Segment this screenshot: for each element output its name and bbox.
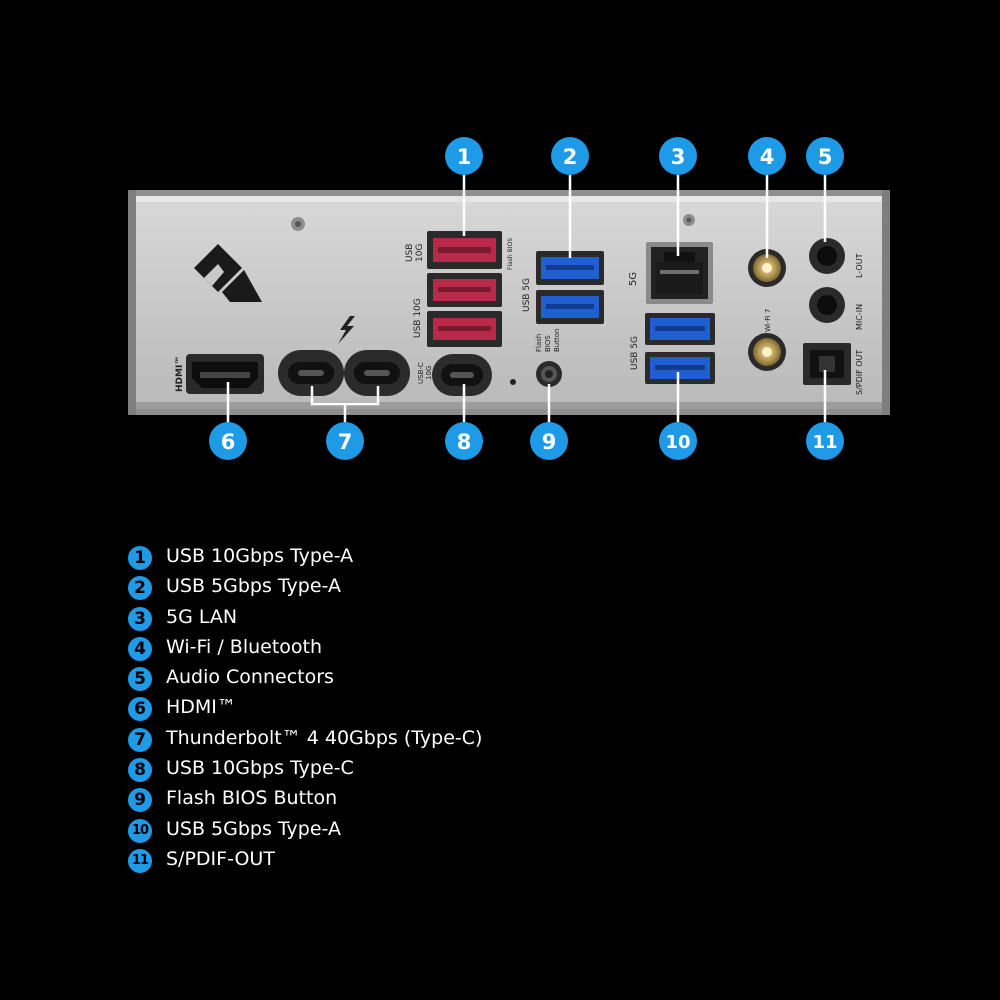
svg-text:5: 5: [818, 145, 833, 169]
legend-label: Flash BIOS Button: [166, 787, 338, 810]
flash-bios-button: [536, 361, 562, 387]
legend-item: 1 USB 10Gbps Type-A: [128, 543, 728, 573]
callout-badge-3: 3: [659, 137, 697, 175]
legend-list: 1 USB 10Gbps Type-A 2 USB 5Gbps Type-A 3…: [128, 543, 728, 876]
flash-btn-label-2: BIOS: [544, 335, 552, 352]
usb-10g-port-3: [427, 311, 502, 347]
thunderbolt-icon: [338, 316, 355, 344]
flash-btn-label-1: Flash: [535, 334, 543, 352]
legend-number-badge: 1: [128, 546, 152, 570]
spdif-port: [803, 343, 851, 385]
leader-lines: [226, 175, 827, 423]
legend-item: 5 Audio Connectors: [128, 664, 728, 694]
callout-badge-1: 1: [445, 137, 483, 175]
screw-icon: [683, 214, 695, 226]
svg-text:1: 1: [457, 145, 472, 169]
audio-out-label: L-OUT: [855, 253, 864, 278]
legend-number-badge: 7: [128, 727, 152, 752]
legend-item: 3 5G LAN: [128, 604, 728, 634]
brand-logo-icon: [194, 244, 262, 302]
led-indicator: [510, 379, 516, 385]
audio-line-out-jack: [809, 238, 845, 274]
wifi-label: Wi-Fi 7: [764, 309, 772, 332]
legend-label: S/PDIF-OUT: [166, 847, 275, 870]
svg-text:3: 3: [671, 145, 686, 169]
usb10g-top-label: USB: [405, 244, 415, 262]
usbc-10g-label: USB-C: [417, 362, 425, 384]
io-panel-diagram: HDMI™ USB-C 10G USB 10G Flash BIOS USB 1…: [128, 137, 890, 460]
svg-text:2: 2: [563, 145, 578, 169]
legend-item: 4 Wi-Fi / Bluetooth: [128, 634, 728, 664]
thunderbolt-port-1: [278, 350, 344, 396]
legend-label: Thunderbolt™ 4 40Gbps (Type-C): [166, 726, 483, 749]
usb-5g-port-3: [645, 313, 715, 345]
svg-text:7: 7: [338, 430, 353, 454]
usb-5g-port-1: [536, 251, 604, 285]
legend-number-badge: 6: [128, 697, 152, 722]
usb-5g-port-2: [536, 290, 604, 324]
callout-badge-8: 8: [445, 422, 483, 460]
thunderbolt-port-2: [344, 350, 410, 396]
usb5g-bot-label: USB 5G: [630, 336, 640, 370]
svg-text:8: 8: [457, 430, 472, 454]
lan-port: [646, 242, 713, 304]
legend-number-badge: 9: [128, 788, 152, 813]
legend-item: 9 Flash BIOS Button: [128, 785, 728, 815]
screw-icon: [291, 217, 305, 231]
legend-label: Audio Connectors: [166, 666, 334, 689]
audio-mic-in-jack: [809, 287, 845, 323]
callout-badge-5: 5: [806, 137, 844, 175]
audio-in-label: MIC-IN: [855, 304, 864, 330]
legend-item: 11 S/PDIF-OUT: [128, 846, 728, 876]
legend-number-badge: 5: [128, 667, 152, 692]
legend-item: 10 USB 5Gbps Type-A: [128, 816, 728, 846]
lan-label: 5G: [628, 272, 639, 286]
hdmi-label: HDMI™: [175, 356, 185, 392]
legend-item: 8 USB 10Gbps Type-C: [128, 755, 728, 785]
hdmi-port: [186, 354, 264, 394]
legend-number-badge: 3: [128, 606, 152, 631]
callout-badge-10: 10: [659, 422, 697, 460]
usbc-10g-label-2: 10G: [425, 366, 433, 380]
callout-badge-2: 2: [551, 137, 589, 175]
legend-label: USB 10Gbps Type-A: [166, 545, 354, 567]
flash-bios-small-label: Flash BIOS: [507, 238, 514, 270]
callout-badge-7: 7: [326, 422, 364, 460]
legend-number-badge: 11: [128, 848, 152, 873]
usb-10g-port-flash: [427, 231, 502, 269]
legend-label: Wi-Fi / Bluetooth: [166, 635, 323, 658]
legend-label: USB 10Gbps Type-C: [166, 757, 354, 780]
usb5g-top-label: USB 5G: [522, 278, 532, 312]
spdif-label: S/PDIF OUT: [855, 350, 864, 395]
callout-badge-6: 6: [209, 422, 247, 460]
usb-5g-port-4: [645, 352, 715, 384]
legend-number-badge: 2: [128, 576, 152, 601]
wifi-antenna-connector-1: [748, 249, 786, 287]
legend-label: HDMI™: [166, 696, 236, 719]
legend-number-badge: 8: [128, 758, 152, 783]
legend-item: 7 Thunderbolt™ 4 40Gbps (Type-C): [128, 725, 728, 755]
svg-text:11: 11: [812, 432, 837, 453]
legend-number-badge: 10: [128, 818, 152, 843]
usb-10g-port-2: [427, 273, 502, 307]
legend-item: 6 HDMI™: [128, 694, 728, 724]
usb10g-top-label-2: 10G: [415, 244, 425, 262]
callout-badge-4: 4: [748, 137, 786, 175]
callout-badge-9: 9: [530, 422, 568, 460]
svg-text:6: 6: [221, 430, 236, 454]
legend-label: 5G LAN: [166, 605, 238, 628]
flash-btn-label-3: Button: [553, 329, 561, 352]
svg-text:10: 10: [665, 432, 690, 453]
wifi-antenna-connector-2: [748, 333, 786, 371]
legend-item: 2 USB 5Gbps Type-A: [128, 573, 728, 603]
usb10g-mid-label: USB 10G: [413, 298, 423, 338]
svg-text:9: 9: [542, 430, 557, 454]
usb-c-10g-port: [432, 354, 492, 396]
legend-number-badge: 4: [128, 636, 152, 661]
callout-badge-11: 11: [806, 422, 844, 460]
svg-text:4: 4: [760, 145, 775, 169]
legend-label: USB 5Gbps Type-A: [166, 817, 341, 840]
legend-label: USB 5Gbps Type-A: [166, 575, 341, 598]
